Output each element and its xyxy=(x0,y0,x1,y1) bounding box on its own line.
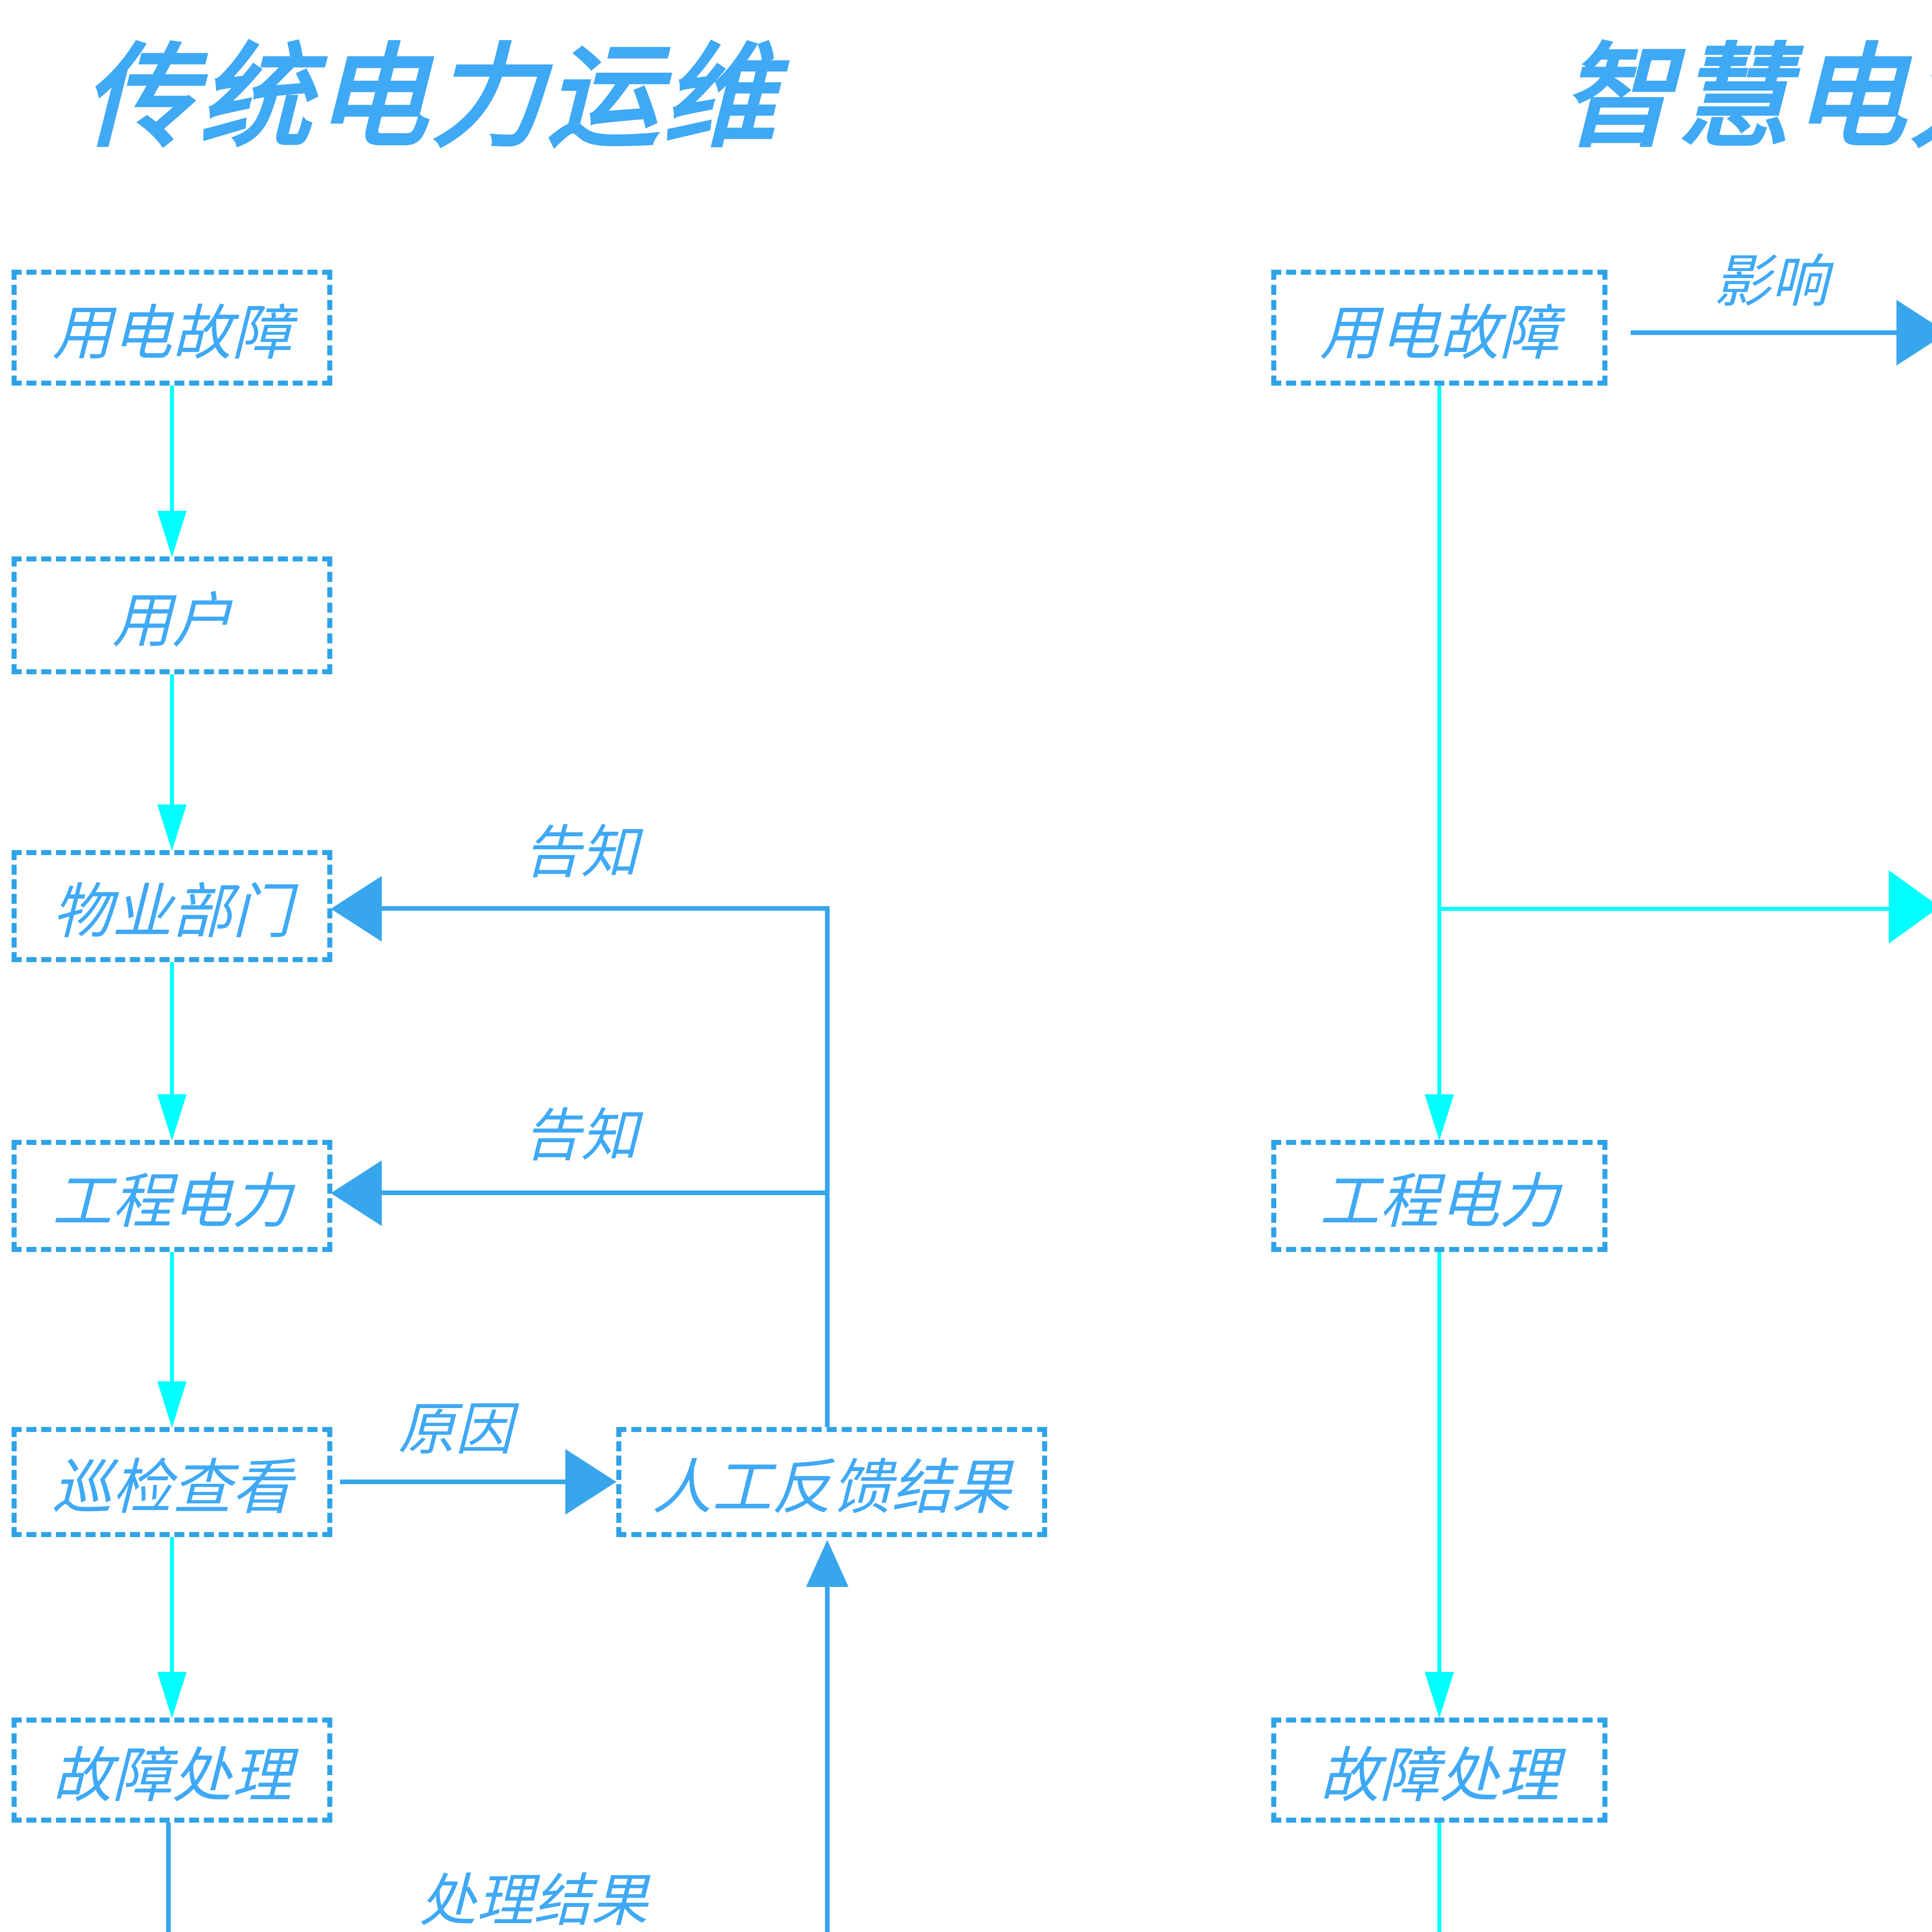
arrowhead-notify-engineering xyxy=(331,1160,382,1226)
box-right-power-failure: 用电故障 xyxy=(1271,270,1607,386)
box-left-manual-feedback-result-label: 人工反馈结果 xyxy=(652,1452,1012,1522)
label-notify-property: 告知 xyxy=(524,819,638,886)
arrowhead-right-failure-to-property xyxy=(1889,870,1932,944)
box-left-power-failure: 用电故障 xyxy=(12,270,332,386)
connector-right-engineering-to-fault xyxy=(1437,1252,1441,1673)
arrowhead-reason xyxy=(565,1449,616,1515)
label-handle-result: 处理结果 xyxy=(419,1867,648,1932)
box-left-engineering-power-label: 工程电力 xyxy=(52,1166,292,1236)
connector-notify-engineering xyxy=(381,1190,830,1195)
connector-left-inspection-to-fault xyxy=(170,1537,174,1673)
right-diagram-title: 智慧电力运维 xyxy=(1561,32,1932,163)
arrowhead-left-failure-to-user xyxy=(157,511,187,557)
connector-right-failure-to-property xyxy=(1441,907,1889,911)
box-right-engineering-power-label: 工程电力 xyxy=(1320,1166,1559,1236)
connector-left-property-to-engineering xyxy=(170,962,174,1095)
arrowhead-right-engineering-to-fault xyxy=(1425,1672,1454,1718)
box-left-inspection-label: 巡检查看 xyxy=(52,1452,292,1522)
connector-left-engineering-to-inspection xyxy=(170,1252,174,1383)
arrowhead-left-inspection-to-fault xyxy=(157,1672,187,1718)
box-right-engineering-power: 工程电力 xyxy=(1271,1140,1607,1252)
label-notify-engineering: 告知 xyxy=(524,1102,638,1169)
connector-notify-property xyxy=(381,906,830,911)
connector-right-failure-to-engineering xyxy=(1437,386,1441,1095)
box-left-inspection: 巡检查看 xyxy=(12,1427,332,1537)
box-left-property-dept-label: 物业部门 xyxy=(52,876,292,947)
box-left-fault-handling-label: 故障处理 xyxy=(52,1740,292,1811)
box-left-user: 用户 xyxy=(12,556,332,674)
arrowhead-impact xyxy=(1896,300,1932,366)
arrowhead-result-up xyxy=(806,1540,849,1587)
connector-result-down xyxy=(166,1823,171,1932)
arrowhead-right-failure-to-engineering xyxy=(1425,1094,1454,1141)
box-left-fault-handling: 故障处理 xyxy=(12,1718,332,1823)
connector-left-failure-to-user xyxy=(170,386,174,513)
left-diagram-title: 传统电力运维 xyxy=(83,32,779,163)
connector-left-feedback-riser xyxy=(825,909,830,1427)
connector-reason xyxy=(340,1480,566,1484)
arrowhead-left-engineering-to-inspection xyxy=(157,1381,187,1428)
box-right-power-failure-label: 用电故障 xyxy=(1320,298,1559,368)
label-impact: 影响 xyxy=(1714,248,1828,315)
arrowhead-notify-property xyxy=(331,876,382,942)
box-left-power-failure-label: 用电故障 xyxy=(52,298,292,368)
box-left-engineering-power: 工程电力 xyxy=(12,1140,332,1252)
arrowhead-left-property-to-engineering xyxy=(157,1094,187,1141)
connector-result-up xyxy=(825,1586,830,1932)
box-left-property-dept: 物业部门 xyxy=(12,850,332,962)
box-left-user-label: 用户 xyxy=(112,586,232,656)
connector-auto-feedback-down xyxy=(1437,1823,1441,1932)
label-reason: 原因 xyxy=(398,1396,512,1463)
box-right-fault-handling: 故障处理 xyxy=(1271,1718,1607,1823)
box-right-fault-handling-label: 故障处理 xyxy=(1320,1740,1559,1811)
connector-left-user-to-property xyxy=(170,674,174,806)
arrowhead-left-user-to-property xyxy=(157,804,187,851)
box-left-manual-feedback-result: 人工反馈结果 xyxy=(616,1427,1047,1537)
connector-impact xyxy=(1631,330,1897,335)
